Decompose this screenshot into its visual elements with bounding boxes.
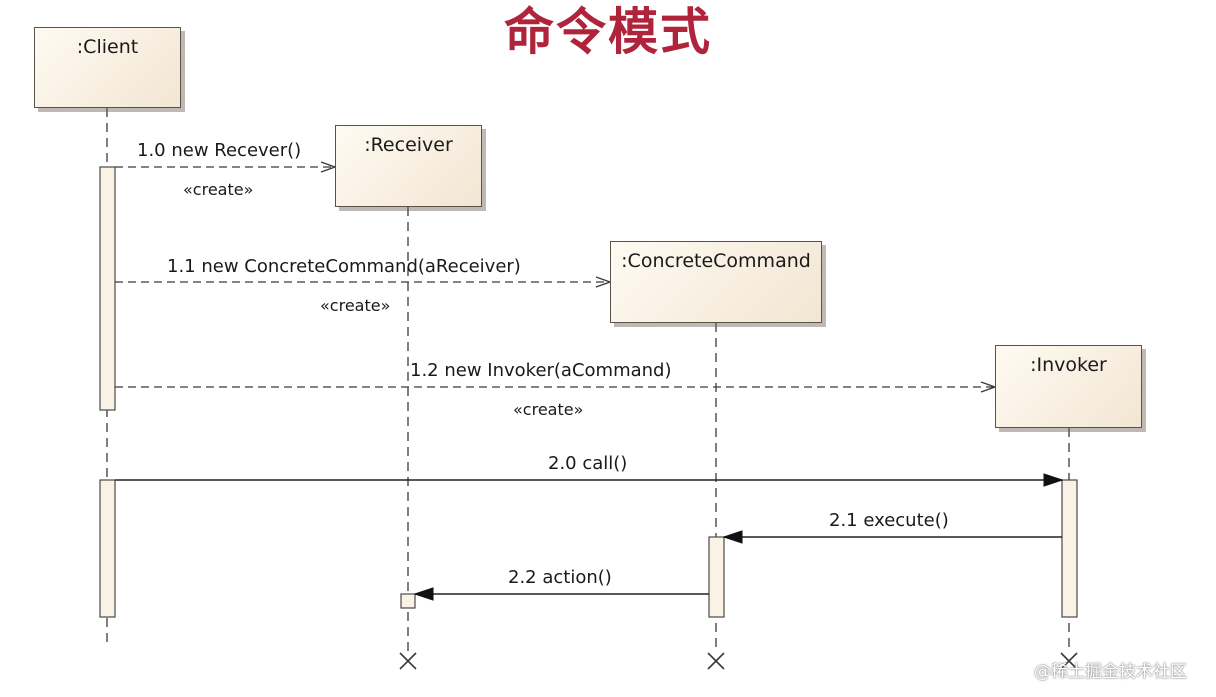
lifeline-box-client[interactable]: :Client bbox=[34, 27, 181, 108]
activation-concrete-command bbox=[708, 536, 725, 618]
message-label-2-2: 2.2 action() bbox=[508, 567, 612, 588]
watermark: @稀土掘金技术社区 bbox=[1034, 662, 1187, 682]
activation-client-2 bbox=[99, 479, 116, 618]
activation-invoker bbox=[1061, 479, 1078, 618]
message-label-1-1: 1.1 new ConcreteCommand(aReceiver) bbox=[167, 256, 521, 277]
activation-receiver bbox=[400, 593, 416, 609]
activation-client-1 bbox=[99, 166, 116, 411]
stereotype-label-1-1: «create» bbox=[320, 296, 391, 315]
lifeline-box-invoker[interactable]: :Invoker bbox=[995, 345, 1142, 428]
page-title: 命令模式 bbox=[504, 3, 712, 61]
message-label-1-0: 1.0 new Recever() bbox=[137, 140, 302, 161]
destroy-receiver bbox=[399, 652, 417, 670]
message-label-2-0: 2.0 call() bbox=[548, 453, 628, 474]
stereotype-label-1-0: «create» bbox=[183, 180, 254, 199]
lifeline-box-receiver[interactable]: :Receiver bbox=[335, 125, 482, 207]
stereotype-label-1-2: «create» bbox=[513, 400, 584, 419]
destroy-concrete-command bbox=[707, 652, 725, 670]
message-label-2-1: 2.1 execute() bbox=[829, 510, 949, 531]
lifeline-box-concrete-command[interactable]: :ConcreteCommand bbox=[610, 241, 822, 323]
message-label-1-2: 1.2 new Invoker(aCommand) bbox=[410, 360, 672, 381]
destroy-invoker bbox=[1060, 652, 1078, 670]
